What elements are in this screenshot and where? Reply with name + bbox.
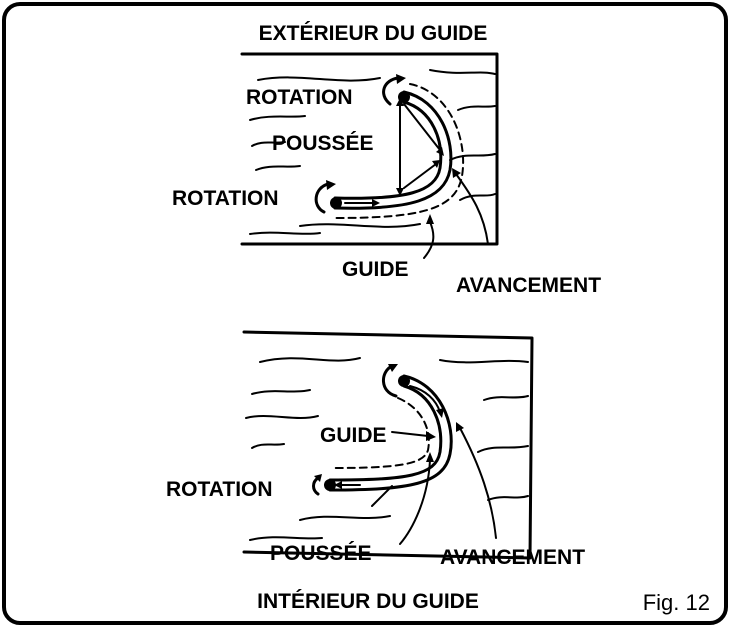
top-rotation-arrows xyxy=(314,74,406,214)
figure-number-label: Fig. 12 xyxy=(643,590,710,615)
bottom-guide-label: GUIDE xyxy=(320,424,387,447)
bottom-panel-title: INTÉRIEUR DU GUIDE xyxy=(257,590,479,613)
top-rotation-lower-label: ROTATION xyxy=(172,187,279,210)
bottom-poussee-label: POUSSÉE xyxy=(270,542,372,565)
bottom-rotation-arrows xyxy=(312,364,398,496)
bottom-rotation-label: ROTATION xyxy=(166,478,273,501)
top-workpiece xyxy=(240,52,499,246)
top-guide-label: GUIDE xyxy=(342,258,409,281)
top-bit-path xyxy=(330,83,465,219)
top-push-arrows xyxy=(396,98,444,196)
top-rotation-upper-label: ROTATION xyxy=(246,86,353,109)
bottom-bit-path xyxy=(324,374,453,492)
top-avancement-label: AVANCEMENT xyxy=(456,274,601,297)
top-panel: EXTÉRIEUR DU GUIDE xyxy=(172,22,601,297)
top-panel-title: EXTÉRIEUR DU GUIDE xyxy=(259,22,488,45)
top-poussee-label: POUSSÉE xyxy=(272,132,374,155)
bottom-workpiece xyxy=(242,330,534,560)
bottom-avancement-label: AVANCEMENT xyxy=(440,546,585,569)
bottom-panel: GUIDE ROTATION POUSSÉE AVANCEMENT INTÉRI… xyxy=(166,330,585,613)
